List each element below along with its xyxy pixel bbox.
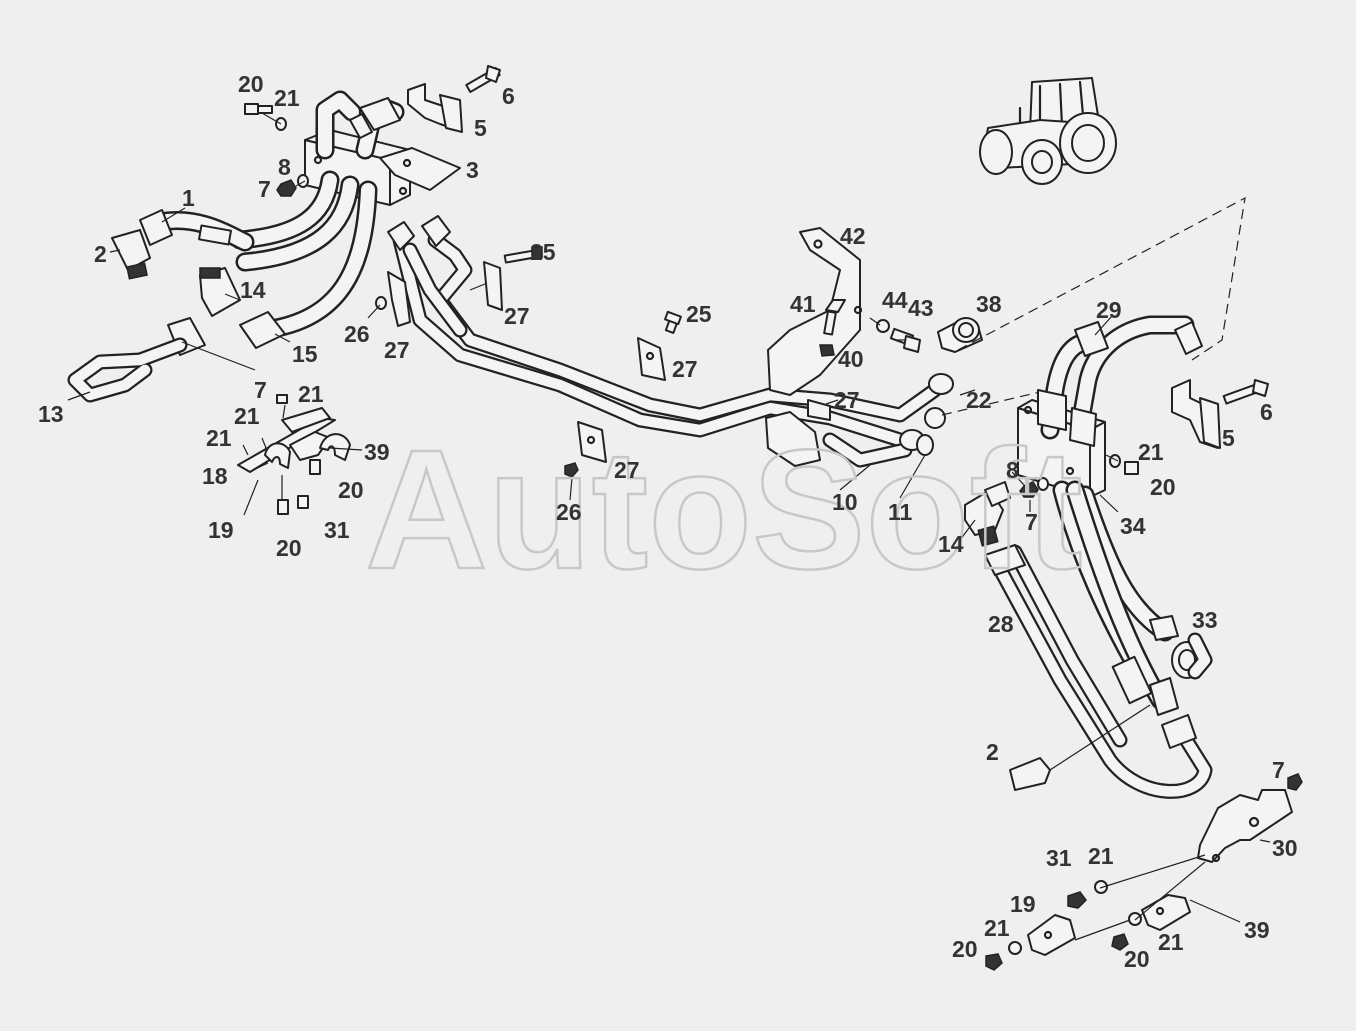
dashed-projection [941, 196, 1246, 416]
fitting-14-right [964, 481, 1011, 547]
callout-21: 21 [206, 425, 232, 451]
callout-42: 42 [840, 223, 866, 249]
callout-11: 11 [888, 499, 913, 525]
tractor-icon [979, 77, 1117, 185]
callout-14: 14 [240, 277, 266, 303]
callout-1: 1 [182, 185, 195, 211]
callout-20: 20 [276, 535, 302, 561]
callout-21: 21 [274, 85, 300, 111]
callout-34: 34 [1120, 513, 1146, 539]
left-leader-lines [67, 207, 291, 401]
callout-33: 33 [1192, 607, 1218, 633]
callout-27: 27 [834, 387, 860, 413]
fitting-2-right [1009, 704, 1151, 791]
callout-6: 6 [1260, 399, 1273, 425]
callout-29: 29 [1096, 297, 1122, 323]
callout-31: 31 [1046, 845, 1072, 871]
tube-28 [984, 544, 1213, 799]
callout-20: 20 [338, 477, 364, 503]
callout-25: 25 [686, 301, 712, 327]
callout-2: 2 [94, 241, 107, 267]
callout-5: 5 [474, 115, 487, 141]
callout-39: 39 [1244, 917, 1270, 943]
callout-3: 3 [466, 157, 479, 183]
tube-assembly-10 [392, 232, 943, 468]
left-hoses [150, 90, 405, 349]
watermark-text: AutoSoft [365, 415, 1083, 605]
callout-7: 7 [1025, 509, 1038, 535]
callout-labels: 20 21 6 5 3 8 7 1 2 14 15 13 25 27 26 27… [38, 71, 1298, 972]
callout-20: 20 [238, 71, 264, 97]
tube-nut-fittings [387, 215, 954, 456]
callout-19: 19 [1010, 891, 1036, 917]
left-bracket-5-bolt-6 [407, 65, 501, 133]
callout-20: 20 [1124, 946, 1150, 972]
callout-21: 21 [1138, 439, 1164, 465]
right-leader-lines [839, 315, 1113, 541]
right-small-hardware [1011, 454, 1139, 513]
callout-26: 26 [556, 499, 582, 525]
callout-18: 18 [202, 463, 228, 489]
callout-7: 7 [1272, 757, 1285, 783]
callout-26: 26 [344, 321, 370, 347]
callout-27: 27 [504, 303, 530, 329]
bracket-group-30-39 [985, 773, 1303, 971]
callout-20: 20 [952, 936, 978, 962]
callout-22: 22 [966, 387, 992, 413]
bracket-42-group [767, 227, 983, 396]
callout-25: 25 [530, 239, 556, 265]
right-bracket-5-bolt-6 [1171, 379, 1269, 449]
callout-8: 8 [278, 154, 291, 180]
callout-13: 13 [38, 401, 64, 427]
callout-27: 27 [384, 337, 410, 363]
callout-38: 38 [976, 291, 1002, 317]
callout-21: 21 [1158, 929, 1184, 955]
left-small-hardware [244, 103, 309, 197]
callout-21: 21 [234, 403, 260, 429]
callout-14: 14 [938, 531, 964, 557]
callout-40: 40 [838, 346, 864, 372]
callout-6: 6 [502, 83, 515, 109]
callout-5: 5 [1222, 425, 1235, 451]
callout-27: 27 [672, 356, 698, 382]
callout-7: 7 [258, 176, 271, 202]
clamp-group-18-19-39 [237, 394, 363, 516]
callout-21: 21 [298, 381, 324, 407]
callout-21: 21 [984, 915, 1010, 941]
right-hoses [1037, 315, 1213, 716]
callout-21: 21 [1088, 843, 1114, 869]
left-fittings [67, 209, 241, 403]
callout-7: 7 [254, 377, 267, 403]
callout-39: 39 [364, 439, 390, 465]
callout-10: 10 [832, 489, 858, 515]
callout-20: 20 [1150, 474, 1176, 500]
callout-19: 19 [208, 517, 234, 543]
callout-31: 31 [324, 517, 350, 543]
callout-15: 15 [292, 341, 318, 367]
callout-28: 28 [988, 611, 1014, 637]
callout-27: 27 [614, 457, 640, 483]
clamp-set-27-26 [367, 246, 839, 501]
callout-44: 44 [882, 287, 908, 313]
callout-43: 43 [908, 295, 934, 321]
callout-41: 41 [790, 291, 816, 317]
callout-8: 8 [1006, 457, 1019, 483]
callout-2: 2 [986, 739, 999, 765]
callout-30: 30 [1272, 835, 1298, 861]
